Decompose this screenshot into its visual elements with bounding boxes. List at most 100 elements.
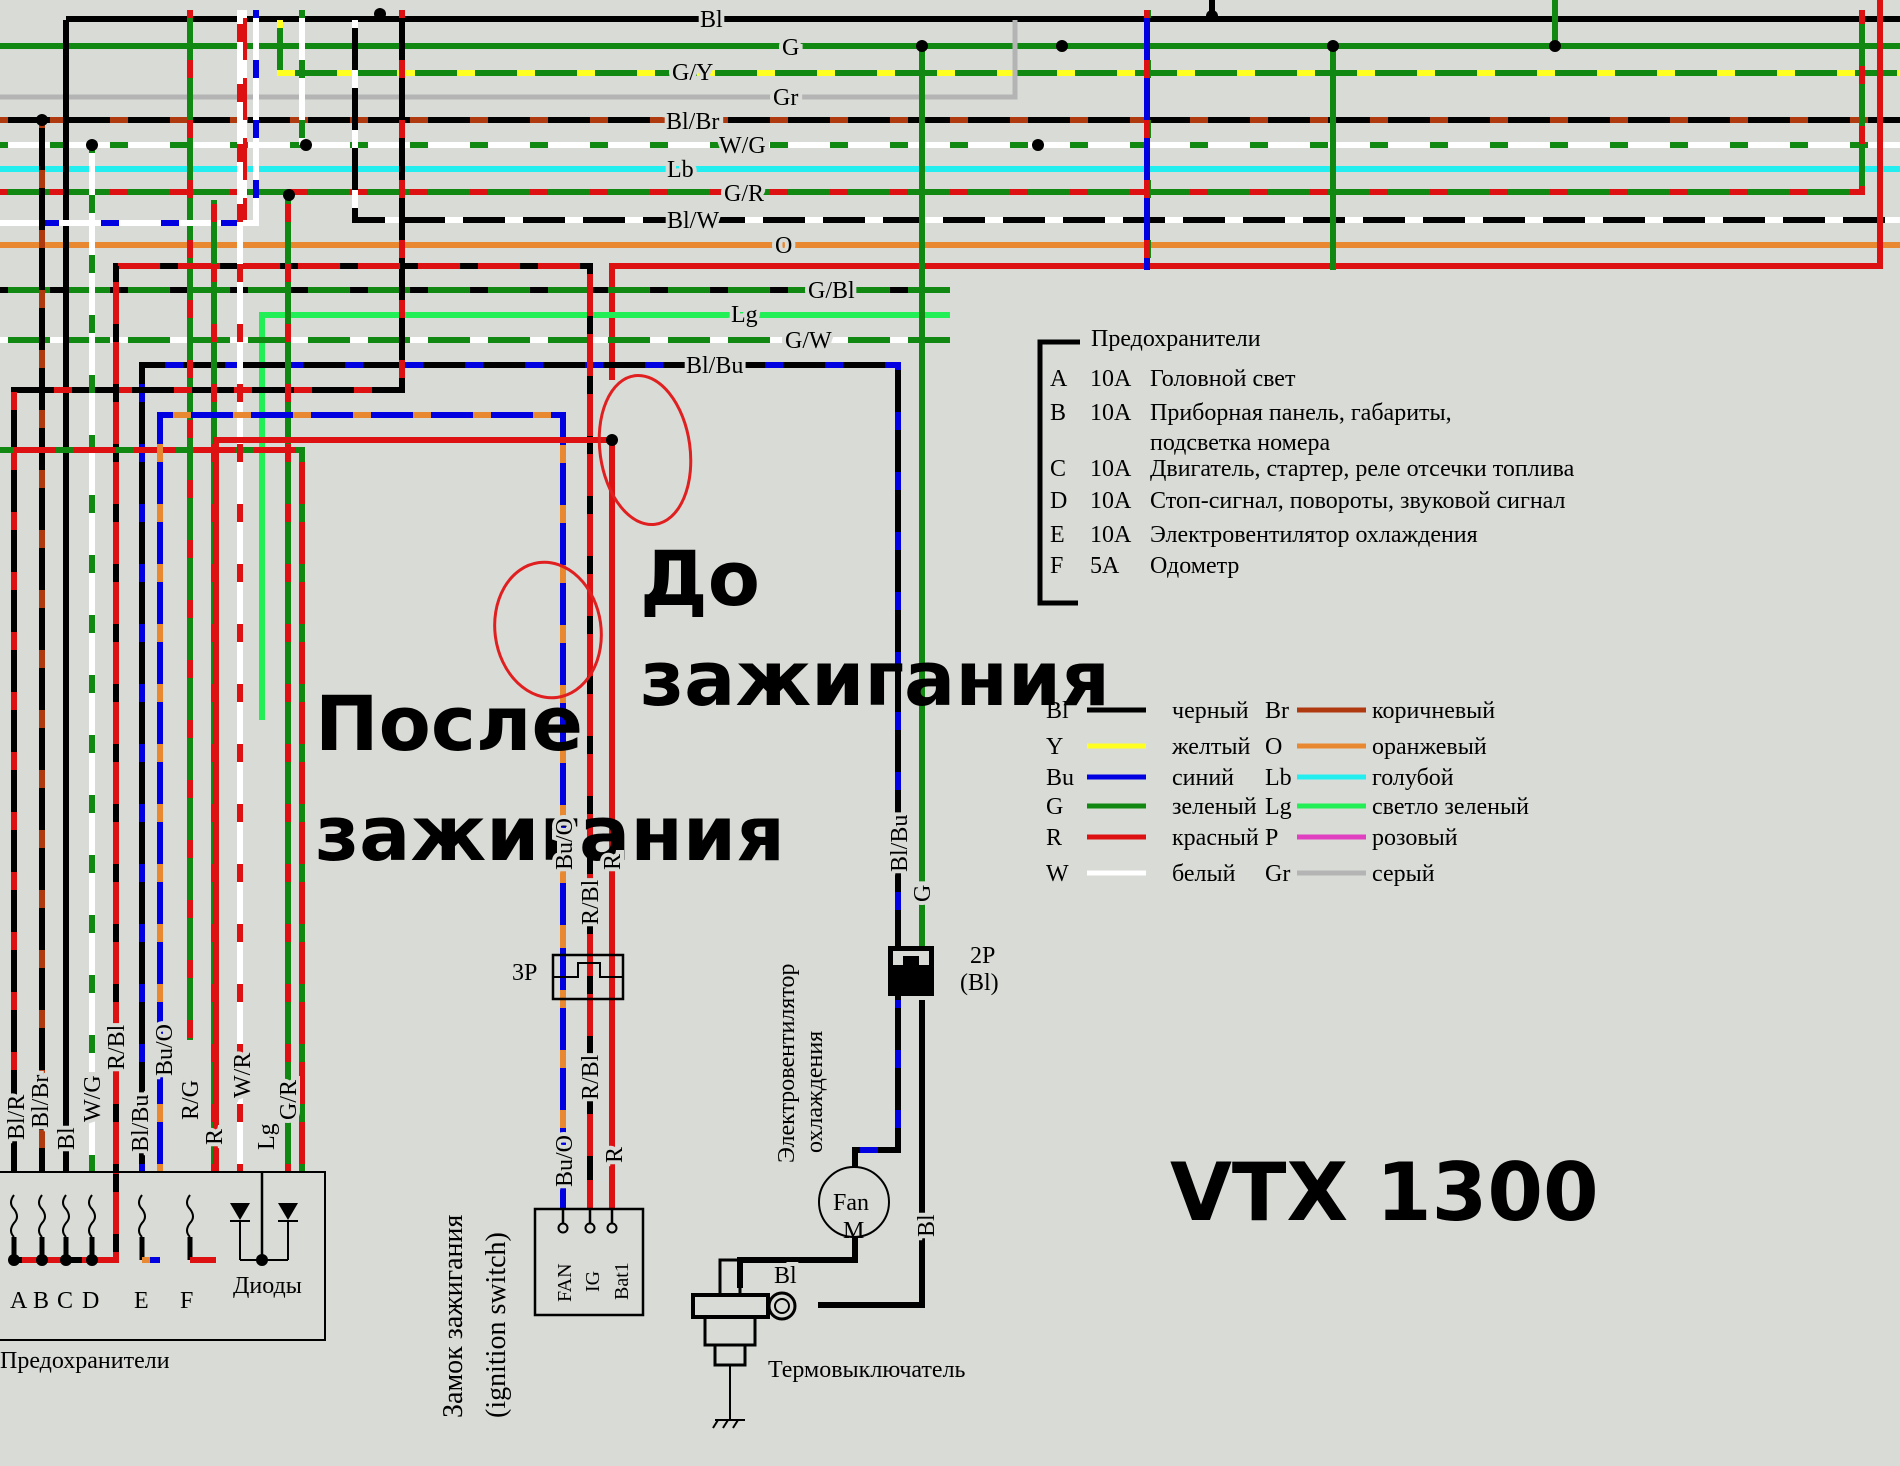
ground-icon [712, 1419, 745, 1429]
fuse-box-wire-label: Bu/O [152, 1024, 178, 1076]
bus-gr2-stripe [0, 10, 1865, 195]
terminal-fan: FAN [554, 1263, 576, 1302]
ignition-wire-label: Bu/O [552, 818, 578, 870]
fuse-legend-rating: 10A [1090, 400, 1132, 426]
ignition-wire-label: R [602, 1147, 628, 1163]
fuse-node [36, 1254, 48, 1266]
color-name: розовый [1372, 825, 1458, 851]
color-name: светло зеленый [1372, 794, 1529, 820]
fuse-box-wire-label: Bl/R [4, 1095, 30, 1140]
fuse-icon [62, 1194, 70, 1238]
v-rg-stripe [0, 447, 305, 1172]
fuse-legend-desc: Одометр [1150, 553, 1239, 579]
junction-dot [374, 8, 386, 20]
bus-label-o: O [775, 233, 792, 259]
fuse-legend-desc: подсветка номера [1150, 430, 1331, 456]
fuse-legend-desc: Электровентилятор охлаждения [1150, 522, 1478, 548]
fuse-box-wire-label: Bl [54, 1127, 80, 1150]
color-name: голубой [1372, 765, 1454, 791]
fuse-legend-desc: Приборная панель, габариты, [1150, 400, 1452, 426]
ignition-wire-label: R/Bl [578, 1054, 604, 1100]
bus-r-top [609, 0, 1883, 380]
fuse-legend-id: C [1050, 456, 1066, 482]
bus-gr [0, 20, 1018, 100]
color-code: Y [1046, 734, 1063, 760]
fan-motor-icon [818, 1166, 890, 1238]
color-code: Br [1265, 698, 1289, 724]
color-code: O [1265, 734, 1282, 760]
fuse-legend-row: подсветка номера [1150, 430, 1331, 456]
bus-lg [259, 312, 950, 720]
ignition-caption-line2: (ignition switch) [481, 1232, 512, 1418]
bus-blw-stripe [352, 20, 1900, 223]
bus-label-lb: Lb [667, 157, 694, 183]
fuse-box-wire-label: G/R [276, 1080, 302, 1120]
fuse-letter-c: C [57, 1288, 73, 1314]
junction-dot [86, 139, 98, 151]
bus-label-gw: G/W [785, 328, 832, 354]
diode-icon [230, 1203, 250, 1220]
fuse-box-wire-label: R/Bl [104, 1024, 130, 1070]
fuse-box-wire-label: Lg [254, 1123, 280, 1150]
fan-caption-line1: Электровентилятор [774, 964, 800, 1164]
annotation-circle-after [493, 560, 603, 700]
bus-label-lg: Lg [731, 302, 758, 328]
junction-dot [283, 189, 295, 201]
bus-label-g: G [782, 35, 799, 61]
before-ignition-line2: зажигания [640, 634, 1110, 723]
color-code: P [1265, 825, 1278, 851]
terminal-ig: IG [582, 1271, 604, 1292]
fuse-legend-row: B 10A Приборная панель, габариты, [1050, 400, 1452, 426]
fan-wire-label-g: G [910, 885, 936, 902]
fuse-legend-id: B [1050, 400, 1066, 426]
fuse-node [60, 1254, 72, 1266]
ignition-wire-label: R/Bl [578, 879, 604, 925]
ignition-wire-label: Bu/O [552, 1135, 578, 1187]
model-title: VTX 1300 [1170, 1146, 1599, 1239]
fuse-legend-desc: Головной свет [1150, 366, 1296, 392]
fuse-box-wire-label: W/G [80, 1075, 106, 1122]
color-name: синий [1172, 765, 1234, 791]
fuse-letter-d: D [82, 1288, 99, 1314]
fuse-letter-f: F [180, 1288, 193, 1314]
fuse-box-wire-label: R/G [178, 1080, 204, 1120]
fuse-box-wire-label: Bl/Bu [128, 1095, 154, 1152]
after-ignition-line2: зажигания [315, 789, 785, 878]
fuse-icon [10, 1194, 18, 1238]
v-buo-stripe [157, 412, 566, 1172]
fuse-legend-rating: 5A [1090, 553, 1120, 579]
bus-label-blbu: Bl/Bu [686, 353, 743, 379]
connector-3p-key [553, 962, 623, 978]
fuse-legend-id: E [1050, 522, 1065, 548]
color-code: Lg [1265, 794, 1292, 820]
bus-label-gr: Gr [773, 85, 798, 111]
fuse-box-wire-label: W/R [230, 1053, 256, 1098]
fan-wire-label-bl: Bl [914, 1214, 940, 1237]
fan-motor-line1: Fan [833, 1190, 869, 1216]
color-code: Gr [1265, 861, 1290, 887]
after-ignition-line1: После [315, 679, 583, 768]
ign-terminal [557, 1222, 569, 1234]
color-code: Lb [1265, 765, 1292, 791]
fan-caption-line2: охлаждения [802, 1031, 828, 1153]
diode-node [256, 1254, 268, 1266]
bus-gy-stripe [277, 20, 1900, 76]
ignition-wire-label: R [600, 854, 626, 870]
color-legend-item: Lb голубой [1265, 765, 1454, 791]
junction-dot [1327, 40, 1339, 52]
fan-motor-line2: M [843, 1218, 864, 1244]
color-name: оранжевый [1372, 734, 1487, 760]
v-wbu [0, 10, 259, 226]
annotation-circle-before [597, 373, 693, 527]
fuse-legend-rating: 10A [1090, 456, 1132, 482]
junction-dot [1056, 40, 1068, 52]
fuse-legend-rating: 10A [1090, 488, 1132, 514]
color-name: коричневый [1372, 698, 1495, 724]
